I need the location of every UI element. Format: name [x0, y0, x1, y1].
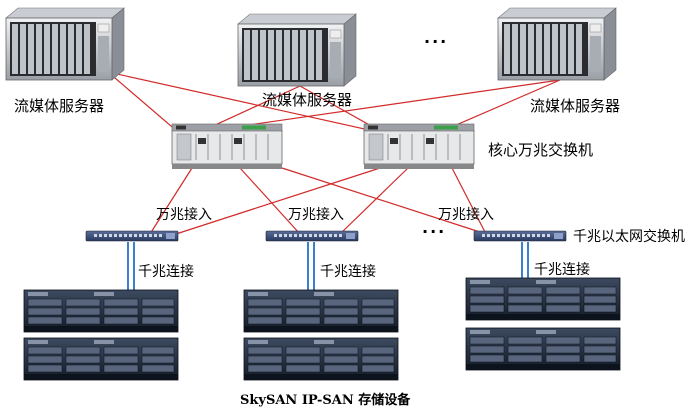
- red-links: [107, 71, 561, 235]
- access-switch-1: [85, 230, 179, 242]
- media-server-left: [5, 7, 125, 81]
- blue-links: [127, 242, 529, 290]
- ellipsis-bottom: ···: [422, 222, 447, 241]
- link-core1-acc3: [281, 167, 487, 235]
- label-gig-link-2: 千兆连接: [320, 264, 376, 280]
- storage-array-3b: [465, 327, 621, 371]
- link-core2-acc2: [339, 167, 409, 235]
- core-switch-2: [363, 123, 475, 170]
- storage-array-2b: [243, 337, 399, 381]
- label-gig-link-3: 千兆连接: [534, 262, 590, 278]
- media-server-right: [497, 7, 617, 81]
- link-server1-core2: [107, 71, 379, 133]
- label-tengig-2: 万兆接入: [288, 207, 344, 223]
- link-server3-core2: [439, 79, 561, 133]
- access-switch-3: [473, 230, 567, 242]
- storage-array-3a: [465, 277, 621, 321]
- link-core1-acc1: [149, 167, 193, 235]
- label-media-server-left: 流媒体服务器: [14, 97, 105, 115]
- link-server1-core1: [107, 71, 179, 133]
- storage-array-1a: [23, 289, 179, 333]
- media-server-middle: [237, 13, 357, 87]
- storage-array-1b: [23, 337, 179, 381]
- ellipsis-top: ···: [424, 32, 449, 51]
- link-core2-acc3: [451, 167, 487, 235]
- label-core-switch: 核心万兆交换机: [488, 141, 594, 159]
- label-media-server-right: 流媒体服务器: [530, 97, 621, 115]
- label-tengig-3: 万兆接入: [438, 207, 494, 223]
- link-core1-acc2: [239, 167, 301, 235]
- label-gig-ethernet-switch: 千兆以太网交换机: [573, 229, 685, 245]
- storage-caption: SkySAN IP-SAN 存储设备: [240, 393, 411, 408]
- label-gig-link-1: 千兆连接: [138, 264, 194, 280]
- access-switch-2: [265, 230, 359, 242]
- label-media-server-middle: 流媒体服务器: [262, 91, 353, 109]
- storage-array-2a: [243, 289, 399, 333]
- core-switch-1: [171, 123, 283, 170]
- label-tengig-1: 万兆接入: [156, 207, 212, 223]
- link-server3-core1: [199, 79, 561, 133]
- link-core2-acc1: [175, 167, 381, 235]
